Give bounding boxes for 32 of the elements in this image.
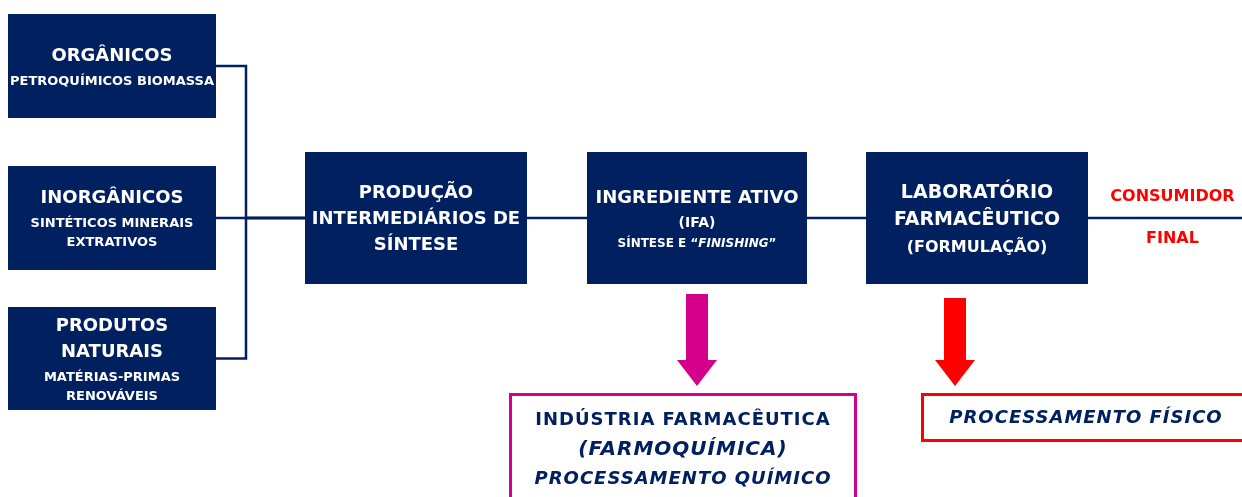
box-title: PRODUTOS NATURAIS [54, 312, 170, 363]
process-box [866, 152, 1088, 284]
connector-line [216, 216, 305, 360]
endpoint-label: CONSUMIDOR [1109, 186, 1236, 205]
outcome-box [509, 393, 857, 497]
process-box [8, 307, 216, 410]
box-subtitle: PROCESSAMENTO QUÍMICO [534, 466, 832, 491]
box-subtitle: (FORMULAÇÃO) [906, 235, 1048, 258]
box-title: INGREDIENTE ATIVO [595, 185, 799, 210]
box-title: INORGÂNICOS [40, 185, 184, 210]
box-title: ORGÂNICOS [51, 42, 173, 67]
process-box [8, 166, 216, 270]
connector-line [1088, 216, 1242, 220]
box-title: PRODUÇÃO INTERMEDIÁRIOS DE SÍNTESE [310, 179, 522, 257]
box-subtitle: (FARMOQUÍMICA) [578, 435, 788, 463]
box-subtitle: MATÉRIAS-PRIMAS RENOVÁVEIS [42, 367, 182, 405]
block-arrow [677, 294, 717, 386]
endpoint-label: FINAL [1145, 228, 1200, 247]
box-subtitle: SINTÉTICOS MINERAIS EXTRATIVOS [29, 214, 195, 252]
block-arrow [935, 298, 975, 386]
process-box [587, 152, 807, 284]
box-title: INDÚSTRIA FARMACÊUTICA [535, 407, 831, 431]
box-title: PROCESSAMENTO FÍSICO [949, 405, 1223, 430]
box-title: LABORATÓRIO FARMACÊUTICO [892, 178, 1062, 232]
box-subtitle: SÍNTESE E “FINISHING” [617, 234, 777, 252]
box-subtitle: PETROQUÍMICOS BIOMASSA [9, 71, 214, 90]
process-box [8, 14, 216, 118]
box-subtitle: (IFA) [678, 213, 716, 233]
connector-line [527, 216, 587, 220]
process-box [305, 152, 527, 284]
connector-line [807, 216, 866, 220]
outcome-box [921, 393, 1242, 442]
